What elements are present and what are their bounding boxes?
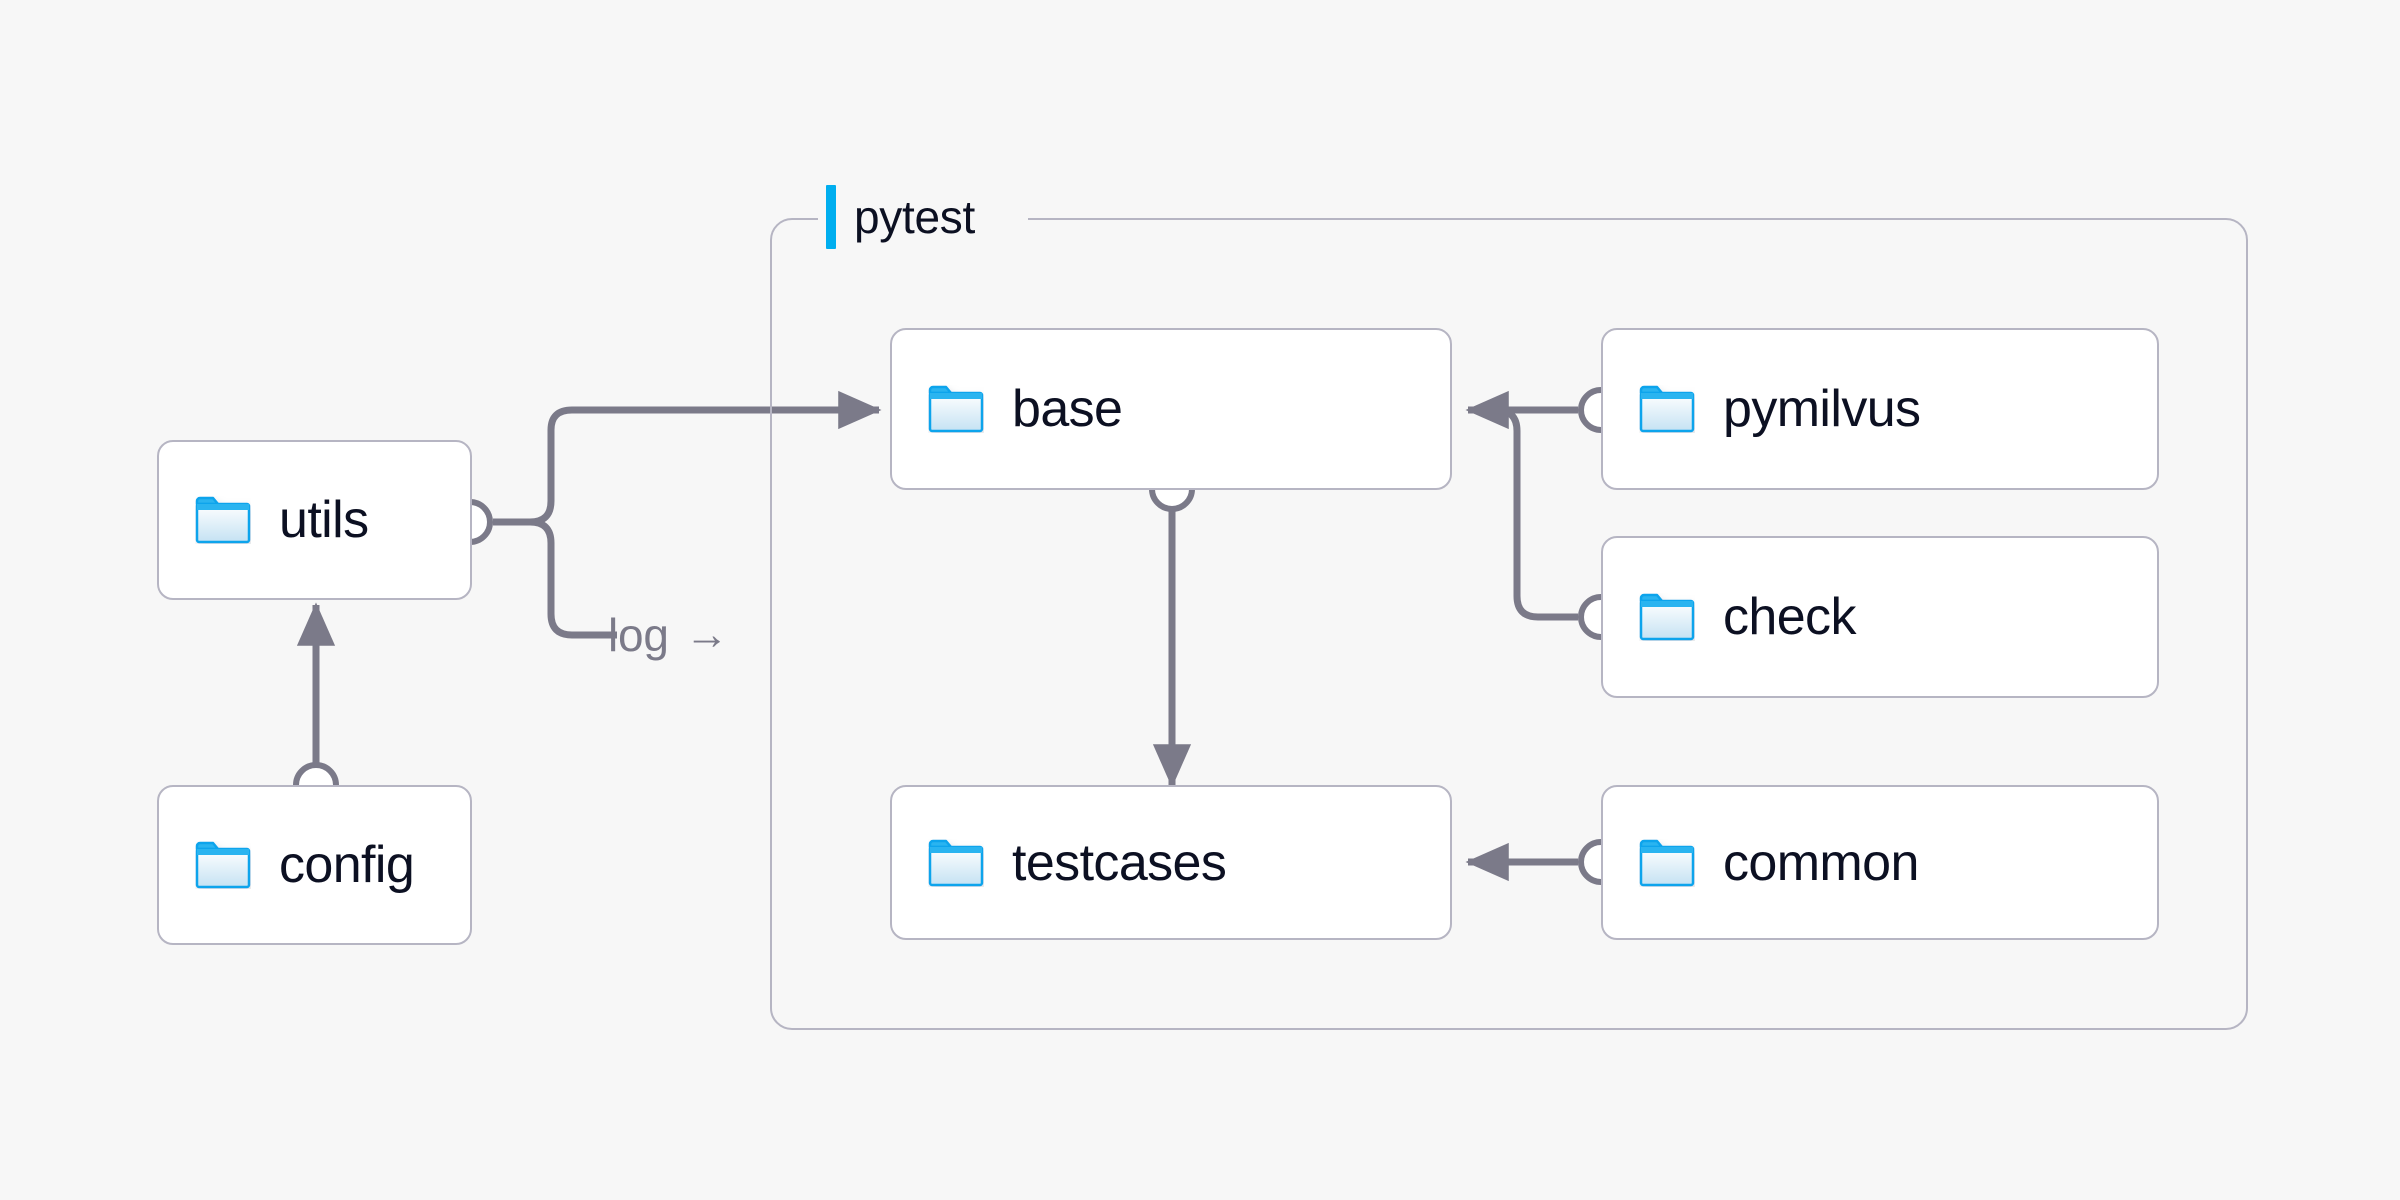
folder-icon bbox=[195, 496, 251, 544]
node-config[interactable]: config bbox=[157, 785, 472, 945]
folder-icon bbox=[1639, 593, 1695, 641]
node-label: common bbox=[1723, 833, 1919, 892]
node-label: utils bbox=[279, 491, 369, 549]
edge-utils-log bbox=[529, 518, 617, 639]
arrow-right-icon: → bbox=[684, 610, 729, 659]
group-title-label: pytest bbox=[854, 191, 975, 243]
folder-icon bbox=[1639, 385, 1695, 433]
node-label: base bbox=[1012, 380, 1123, 438]
node-check[interactable]: check bbox=[1601, 536, 2159, 698]
node-utils[interactable]: utils bbox=[157, 440, 472, 600]
folder-icon bbox=[195, 841, 251, 889]
node-common[interactable]: common bbox=[1601, 785, 2159, 940]
group-pytest bbox=[770, 218, 2248, 1030]
node-label: check bbox=[1723, 588, 1856, 646]
node-label: pymilvus bbox=[1723, 380, 1921, 438]
edge-label-log-text: log bbox=[608, 609, 669, 661]
folder-icon bbox=[928, 385, 984, 433]
node-label: config bbox=[279, 836, 415, 894]
node-label: testcases bbox=[1012, 833, 1227, 892]
group-accent-bar bbox=[826, 185, 836, 249]
group-title-border-gap bbox=[818, 214, 1028, 222]
folder-icon bbox=[928, 839, 984, 886]
edge-label-log: log → bbox=[608, 612, 729, 658]
node-base[interactable]: base bbox=[890, 328, 1452, 490]
group-title: pytest bbox=[826, 185, 975, 249]
folder-icon bbox=[1639, 839, 1695, 886]
node-testcases[interactable]: testcases bbox=[890, 785, 1452, 940]
node-pymilvus[interactable]: pymilvus bbox=[1601, 328, 2159, 490]
